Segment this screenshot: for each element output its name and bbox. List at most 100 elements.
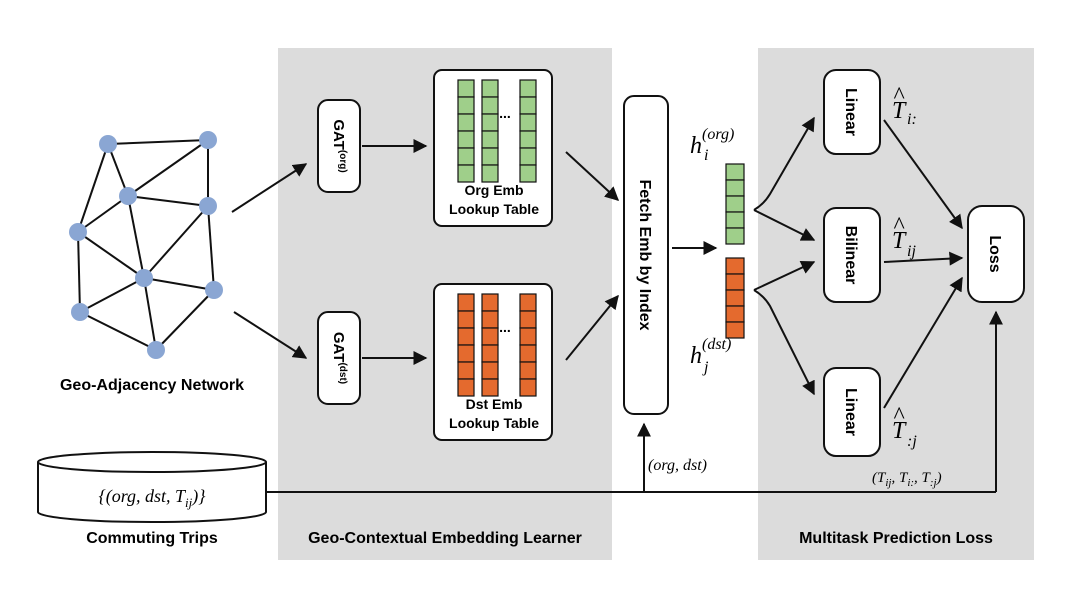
arrow-network-to-gat-dst — [233, 311, 308, 359]
bilinear-box — [823, 207, 881, 303]
network-edges — [77, 139, 215, 351]
prediction-bottom: T ^ :j — [892, 403, 917, 450]
vector-cell — [725, 257, 745, 275]
arrow-linear-top-to-loss — [883, 119, 963, 230]
embedding-cell — [457, 130, 475, 149]
bilinear-label: Bilinear — [842, 226, 859, 285]
prediction-mid: T ^ ij — [892, 213, 916, 260]
embedding-cell — [457, 310, 475, 329]
network-node — [99, 135, 117, 153]
gat-dst-sup: (dst) — [337, 362, 348, 384]
embedding-cell — [457, 378, 475, 397]
embedding-cell — [519, 96, 537, 115]
embedding-cell — [519, 79, 537, 98]
org-ellipsis: ... — [499, 105, 511, 121]
network-edge — [107, 139, 209, 145]
embedding-cell — [457, 361, 475, 380]
network-edge — [143, 277, 215, 291]
network-edge — [127, 195, 145, 279]
embedding-cell — [481, 361, 499, 380]
targets-label: (Tij, Ti:, T:j) — [872, 470, 942, 489]
dst-lookup-label-line1: Dst Emb — [466, 396, 523, 412]
network-edge — [143, 205, 209, 279]
svg-text:ij: ij — [907, 243, 916, 260]
vector-cell — [725, 179, 745, 197]
h-dst-label: h(dst) — [690, 336, 731, 369]
embedding-cell — [519, 164, 537, 183]
h-org-sub: i — [704, 147, 708, 164]
arrow-bilinear-to-loss — [883, 251, 964, 266]
loss-box — [967, 205, 1025, 303]
arrow-dst-lookup-to-fetch — [565, 294, 619, 361]
svg-text:T: T — [892, 228, 907, 254]
embedding-cell — [457, 79, 475, 98]
embedding-cell — [481, 310, 499, 329]
network-edge — [79, 311, 157, 351]
embedding-cell — [519, 327, 537, 346]
arrow-emb-to-linear-bottom — [753, 289, 815, 396]
gat-org-label: GAT — [330, 119, 347, 150]
arrow-network-to-gat-org — [231, 163, 308, 213]
arrow-org-lookup-to-fetch — [565, 151, 620, 201]
network-edge — [77, 231, 81, 313]
network-node — [135, 269, 153, 287]
linear-bottom-box — [823, 367, 881, 457]
prediction-loss-title: Multitask Prediction Loss — [799, 530, 993, 547]
embedding-cell — [457, 293, 475, 312]
embedding-cell — [481, 96, 499, 115]
commuting-trips-cylinder — [37, 451, 267, 523]
embedding-cell — [519, 310, 537, 329]
embedding-cell — [457, 113, 475, 132]
svg-text:^: ^ — [893, 403, 905, 429]
dst-lookup-label-line2: Lookup Table — [449, 415, 539, 431]
network-node — [205, 281, 223, 299]
embedding-cell — [457, 327, 475, 346]
network-edge — [127, 195, 209, 207]
network-node — [119, 187, 137, 205]
linear-top-label: Linear — [842, 88, 859, 136]
network-nodes — [69, 131, 223, 359]
network-node — [199, 197, 217, 215]
network-edge — [207, 205, 215, 291]
embedding-cell — [457, 164, 475, 183]
network-edge — [77, 231, 145, 279]
h-dst-vector — [725, 257, 745, 339]
network-node — [69, 223, 87, 241]
gat-org-box: GAT(org) — [317, 99, 361, 193]
embedding-cell — [481, 113, 499, 132]
network-edge — [77, 143, 109, 233]
embedding-cell — [457, 344, 475, 363]
vector-cell — [725, 211, 745, 229]
svg-text:GAT(org): GAT(org) — [330, 119, 348, 172]
embedding-cell — [519, 293, 537, 312]
org-lookup-label-line2: Lookup Table — [449, 201, 539, 217]
trips-set-label: {(org, dst, Tij)} — [99, 486, 207, 510]
network-edge — [107, 143, 129, 197]
h-dst-sup: (dst) — [702, 336, 731, 353]
gat-dst-box: GAT(dst) — [317, 311, 361, 405]
embedding-cell — [481, 79, 499, 98]
vector-cell — [725, 195, 745, 213]
arrow-emb-to-bilinear-from-dst — [753, 260, 816, 291]
vector-cell — [725, 227, 745, 245]
linear-bottom-label: Linear — [842, 388, 859, 436]
embedding-cell — [481, 293, 499, 312]
embedding-cell — [519, 361, 537, 380]
embedding-cell — [481, 164, 499, 183]
trips-caption: Commuting Trips — [86, 530, 218, 547]
embedding-cell — [481, 327, 499, 346]
h-org-vector — [725, 163, 745, 245]
dst-ellipsis: ... — [499, 319, 511, 335]
embedding-cell — [481, 378, 499, 397]
svg-text::j: :j — [907, 433, 917, 450]
prediction-top: T ^ i: — [892, 83, 917, 128]
embedding-cell — [481, 344, 499, 363]
fetch-emb-label: Fetch Emb by Index — [636, 179, 653, 330]
vector-cell — [725, 305, 745, 323]
org-lookup-label-line1: Org Emb — [464, 182, 523, 198]
embedding-cell — [481, 147, 499, 166]
network-edge — [79, 277, 145, 313]
svg-text:GAT(dst): GAT(dst) — [330, 332, 348, 384]
embedding-cell — [519, 147, 537, 166]
